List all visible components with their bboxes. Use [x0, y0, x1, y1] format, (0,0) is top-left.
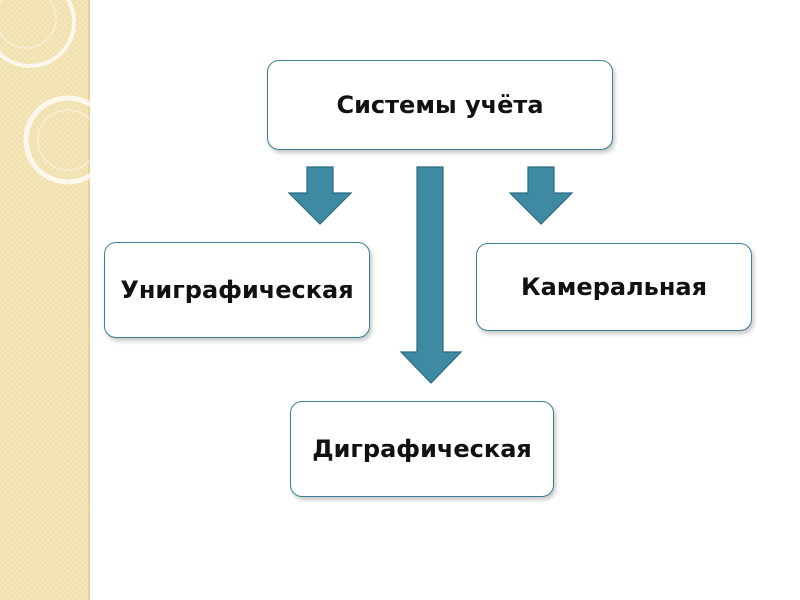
child-node-right-label: Камеральная [520, 273, 708, 301]
decorative-circle-bottom-inner [37, 109, 90, 171]
arrow-to-bottom-node [399, 166, 463, 384]
child-node-left-label: Униграфическая [120, 276, 354, 304]
child-node-bottom-label: Диграфическая [312, 435, 532, 463]
arrow-to-right-node [508, 166, 574, 225]
root-node-label: Системы учёта [336, 91, 544, 119]
arrow-to-left-node [287, 166, 353, 225]
child-node-digraphic: Диграфическая [290, 401, 554, 497]
side-panel-divider [88, 0, 90, 600]
root-node-system-of-accounting: Системы учёта [267, 60, 613, 150]
decorative-circle-bottom [23, 95, 90, 185]
decorative-circle-top-inner [0, 0, 57, 49]
child-node-cameral: Камеральная [476, 243, 752, 331]
decorative-circle-top [0, 0, 76, 68]
child-node-unigraphic: Униграфическая [104, 242, 370, 338]
decorative-circles [0, 0, 90, 185]
